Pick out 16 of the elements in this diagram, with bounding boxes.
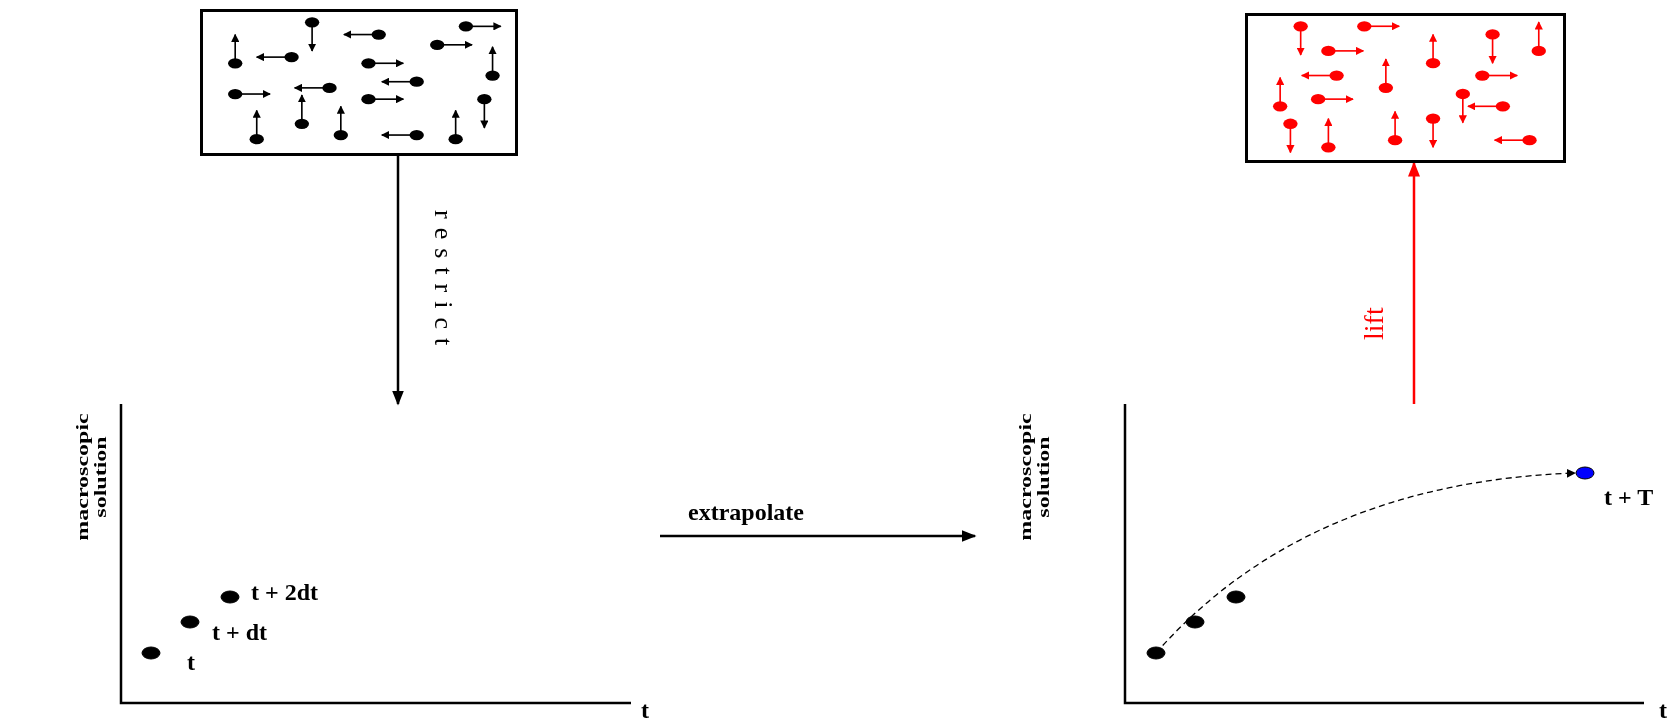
arrow xyxy=(392,156,404,406)
arrow xyxy=(660,530,977,542)
point-label: t xyxy=(187,650,195,674)
point-label: t + 2dt xyxy=(251,580,318,604)
axis-label: t xyxy=(641,698,649,722)
point-label: t + T xyxy=(1604,485,1654,509)
particle-box xyxy=(200,9,518,156)
arrow xyxy=(1408,161,1420,404)
axis-label: t xyxy=(1659,698,1667,722)
edge-label: extrapolate xyxy=(688,500,804,524)
point-label: t + dt xyxy=(212,620,267,644)
edge-label: lift xyxy=(1360,307,1388,340)
axis-label: macroscopic solution xyxy=(74,412,110,543)
edge-label: restrict xyxy=(430,210,456,355)
particle-box xyxy=(1245,13,1566,163)
axis-label: macroscopic solution xyxy=(1017,412,1053,543)
